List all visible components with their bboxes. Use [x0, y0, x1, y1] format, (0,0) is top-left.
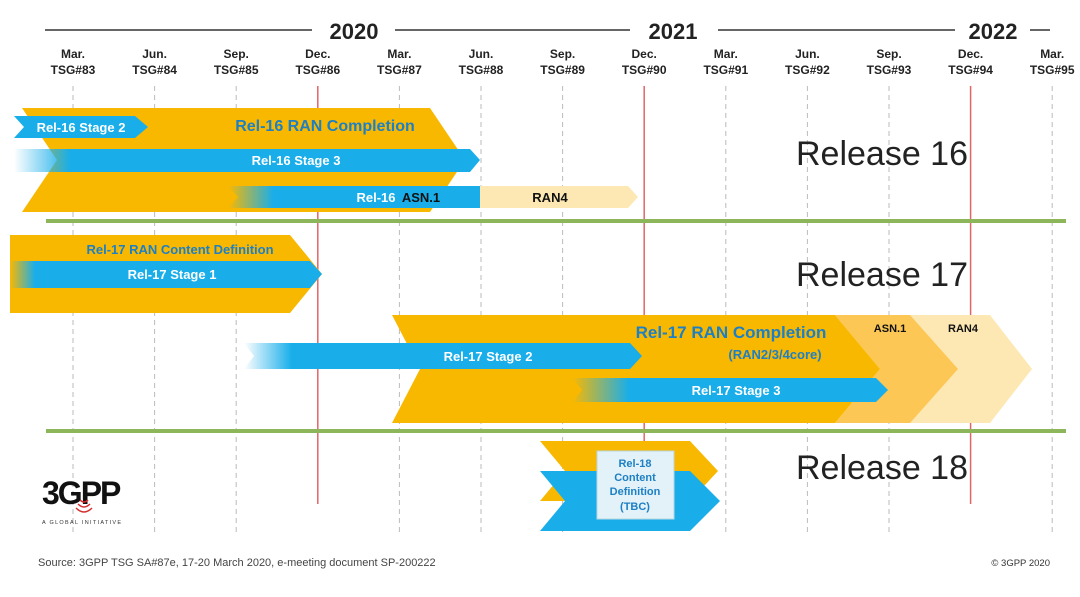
meeting-tsg-label: TSG#92	[785, 63, 830, 77]
meeting-tsg-label: TSG#90	[622, 63, 667, 77]
rel17-ran4-bar	[910, 315, 1032, 423]
meeting-tsg-label: TSG#84	[132, 63, 177, 77]
signal-wave-icon	[75, 499, 93, 513]
rel17-ran4-label: RAN4	[948, 323, 979, 335]
meeting-month-label: Jun.	[142, 47, 167, 61]
rel18-content-line2: Content	[614, 472, 656, 484]
rel17-stage2-label: Rel-17 Stage 2	[444, 349, 533, 364]
year-2021: 2021	[649, 19, 698, 44]
meeting-tsg-label: TSG#85	[214, 63, 259, 77]
rel17-stage1-label: Rel-17 Stage 1	[128, 267, 217, 282]
release-17-title: Release 17	[796, 256, 968, 294]
meeting-month-label: Mar.	[387, 47, 411, 61]
meeting-month-label: Mar.	[61, 47, 85, 61]
rel17-ran-completion-label: Rel-17 RAN Completion	[636, 323, 827, 342]
rel17-stage1-bar	[10, 261, 322, 288]
release-17-section: Rel-17 RAN Content Definition Rel-17 Sta…	[10, 235, 1032, 423]
meeting-tsg-label: TSG#91	[703, 63, 748, 77]
rel16-stage2-bar	[14, 116, 148, 138]
meeting-month-label: Jun.	[795, 47, 820, 61]
rel16-asn1-bar	[228, 186, 480, 208]
release-16-title: Release 16	[796, 135, 968, 173]
rel16-asn1-label: ASN.1	[402, 190, 440, 205]
rel16-stage3-bar	[14, 149, 480, 172]
rel17-stage2-bar	[244, 343, 642, 369]
logo-text: 3GPP	[42, 475, 121, 511]
meeting-tsg-label: TSG#83	[51, 63, 96, 77]
meeting-month-label: Mar.	[1040, 47, 1064, 61]
rel16-ran-completion-label: Rel-16 RAN Completion	[235, 118, 415, 135]
meeting-month-label: Dec.	[305, 47, 330, 61]
rel18-content-box	[596, 450, 675, 520]
meeting-month-label: Dec.	[958, 47, 983, 61]
release-18-title: Release 18	[796, 449, 968, 487]
year-2022: 2022	[969, 19, 1018, 44]
meeting-tsg-label: TSG#89	[540, 63, 585, 77]
rel17-asn1-label: ASN.1	[874, 323, 906, 335]
rel16-stage2-label: Rel-16 Stage 2	[37, 120, 126, 135]
rel17-stage3-label: Rel-17 Stage 3	[692, 383, 781, 398]
meeting-month-label: Jun.	[469, 47, 494, 61]
meeting-month-label: Mar.	[714, 47, 738, 61]
meeting-tsg-label: TSG#88	[459, 63, 504, 77]
rel16-ran4-bar	[480, 186, 638, 208]
meeting-month-label: Sep.	[550, 47, 575, 61]
release-16-section: Rel-16 RAN Completion Rel-16 Stage 2 Rel…	[14, 108, 968, 212]
meeting-tsg-label: TSG#93	[867, 63, 912, 77]
rel16-stage3-label: Rel-16 Stage 3	[252, 153, 341, 168]
meeting-tsg-label: TSG#95	[1030, 63, 1075, 77]
year-axis: 2020 2021 2022	[45, 19, 1050, 44]
rel16-ran4-label: RAN4	[532, 190, 568, 205]
rel18-content-line4: (TBC)	[620, 501, 650, 513]
3gpp-logo: 3GPP A GLOBAL INITIATIVE	[42, 475, 123, 526]
meeting-tsg-label: TSG#86	[295, 63, 340, 77]
meeting-headers: Mar. TSG#83 Jun. TSG#84 Sep. TSG#85 Dec. TSG#86…	[51, 47, 1075, 77]
rel17-content-def-label: Rel-17 RAN Content Definition	[86, 242, 273, 257]
release-18-section: Rel-18 Content Definition (TBC) Release …	[540, 441, 968, 531]
rel18-content-line3: Definition	[610, 486, 661, 498]
meeting-month-label: Sep.	[224, 47, 249, 61]
meeting-tsg-label: TSG#87	[377, 63, 422, 77]
source-footnote: Source: 3GPP TSG SA#87e, 17-20 March 202…	[38, 557, 436, 569]
rel17-ran-completion-sub-label: (RAN2/3/4core)	[728, 347, 821, 362]
rel17-stage3-bar	[572, 378, 888, 402]
copyright-notice: © 3GPP 2020	[991, 558, 1050, 569]
meeting-tsg-label: TSG#94	[948, 63, 993, 77]
year-2020: 2020	[330, 19, 379, 44]
logo-tagline: A GLOBAL INITIATIVE	[42, 520, 122, 526]
rel18-content-line1: Rel-18	[618, 458, 651, 470]
meeting-month-label: Dec.	[632, 47, 657, 61]
rel16-asn1-prefix-label: Rel-16	[356, 190, 395, 205]
meeting-month-label: Sep.	[876, 47, 901, 61]
